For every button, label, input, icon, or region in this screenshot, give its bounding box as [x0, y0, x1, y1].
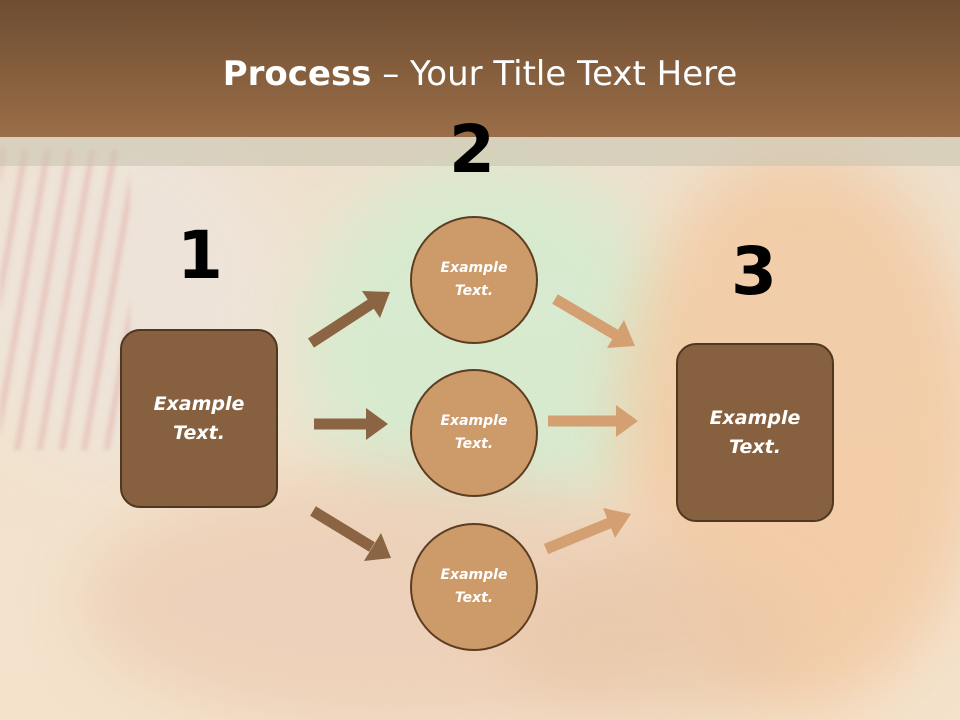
background-photo-hands — [500, 560, 800, 720]
title-bold: Process — [222, 54, 372, 94]
step-number-1: 1 — [177, 217, 223, 294]
arrow-middle-to-right — [548, 405, 638, 437]
step-number-2: 2 — [449, 111, 495, 188]
circle-middle-label: Example Text. — [440, 413, 508, 452]
arrow-top-to-right — [552, 294, 635, 348]
circle-bottom-label: Example Text. — [440, 567, 508, 606]
slide-title[interactable]: Process – Your Title Text Here — [0, 52, 960, 96]
title-bar — [0, 0, 960, 137]
arrow-bottom-to-right — [543, 508, 631, 555]
title-bar-underlay — [0, 137, 960, 166]
arrow-left-to-bottom — [310, 506, 391, 561]
arrow-left-to-middle — [314, 408, 388, 440]
process-circle-top[interactable]: Example Text. — [410, 216, 538, 344]
circle-top-label: Example Text. — [440, 260, 508, 299]
title-rest: – Your Title Text Here — [371, 54, 738, 94]
arrow-left-to-top — [308, 291, 390, 348]
right-process-box[interactable]: Example Text. — [676, 343, 834, 522]
left-box-label: Example Text. — [153, 392, 245, 444]
background-shirt-stripes — [0, 150, 130, 450]
right-box-label: Example Text. — [709, 406, 801, 458]
step-number-3: 3 — [731, 233, 777, 310]
left-process-box[interactable]: Example Text. — [120, 329, 278, 508]
process-circle-bottom[interactable]: Example Text. — [410, 523, 538, 651]
process-circle-middle[interactable]: Example Text. — [410, 369, 538, 497]
